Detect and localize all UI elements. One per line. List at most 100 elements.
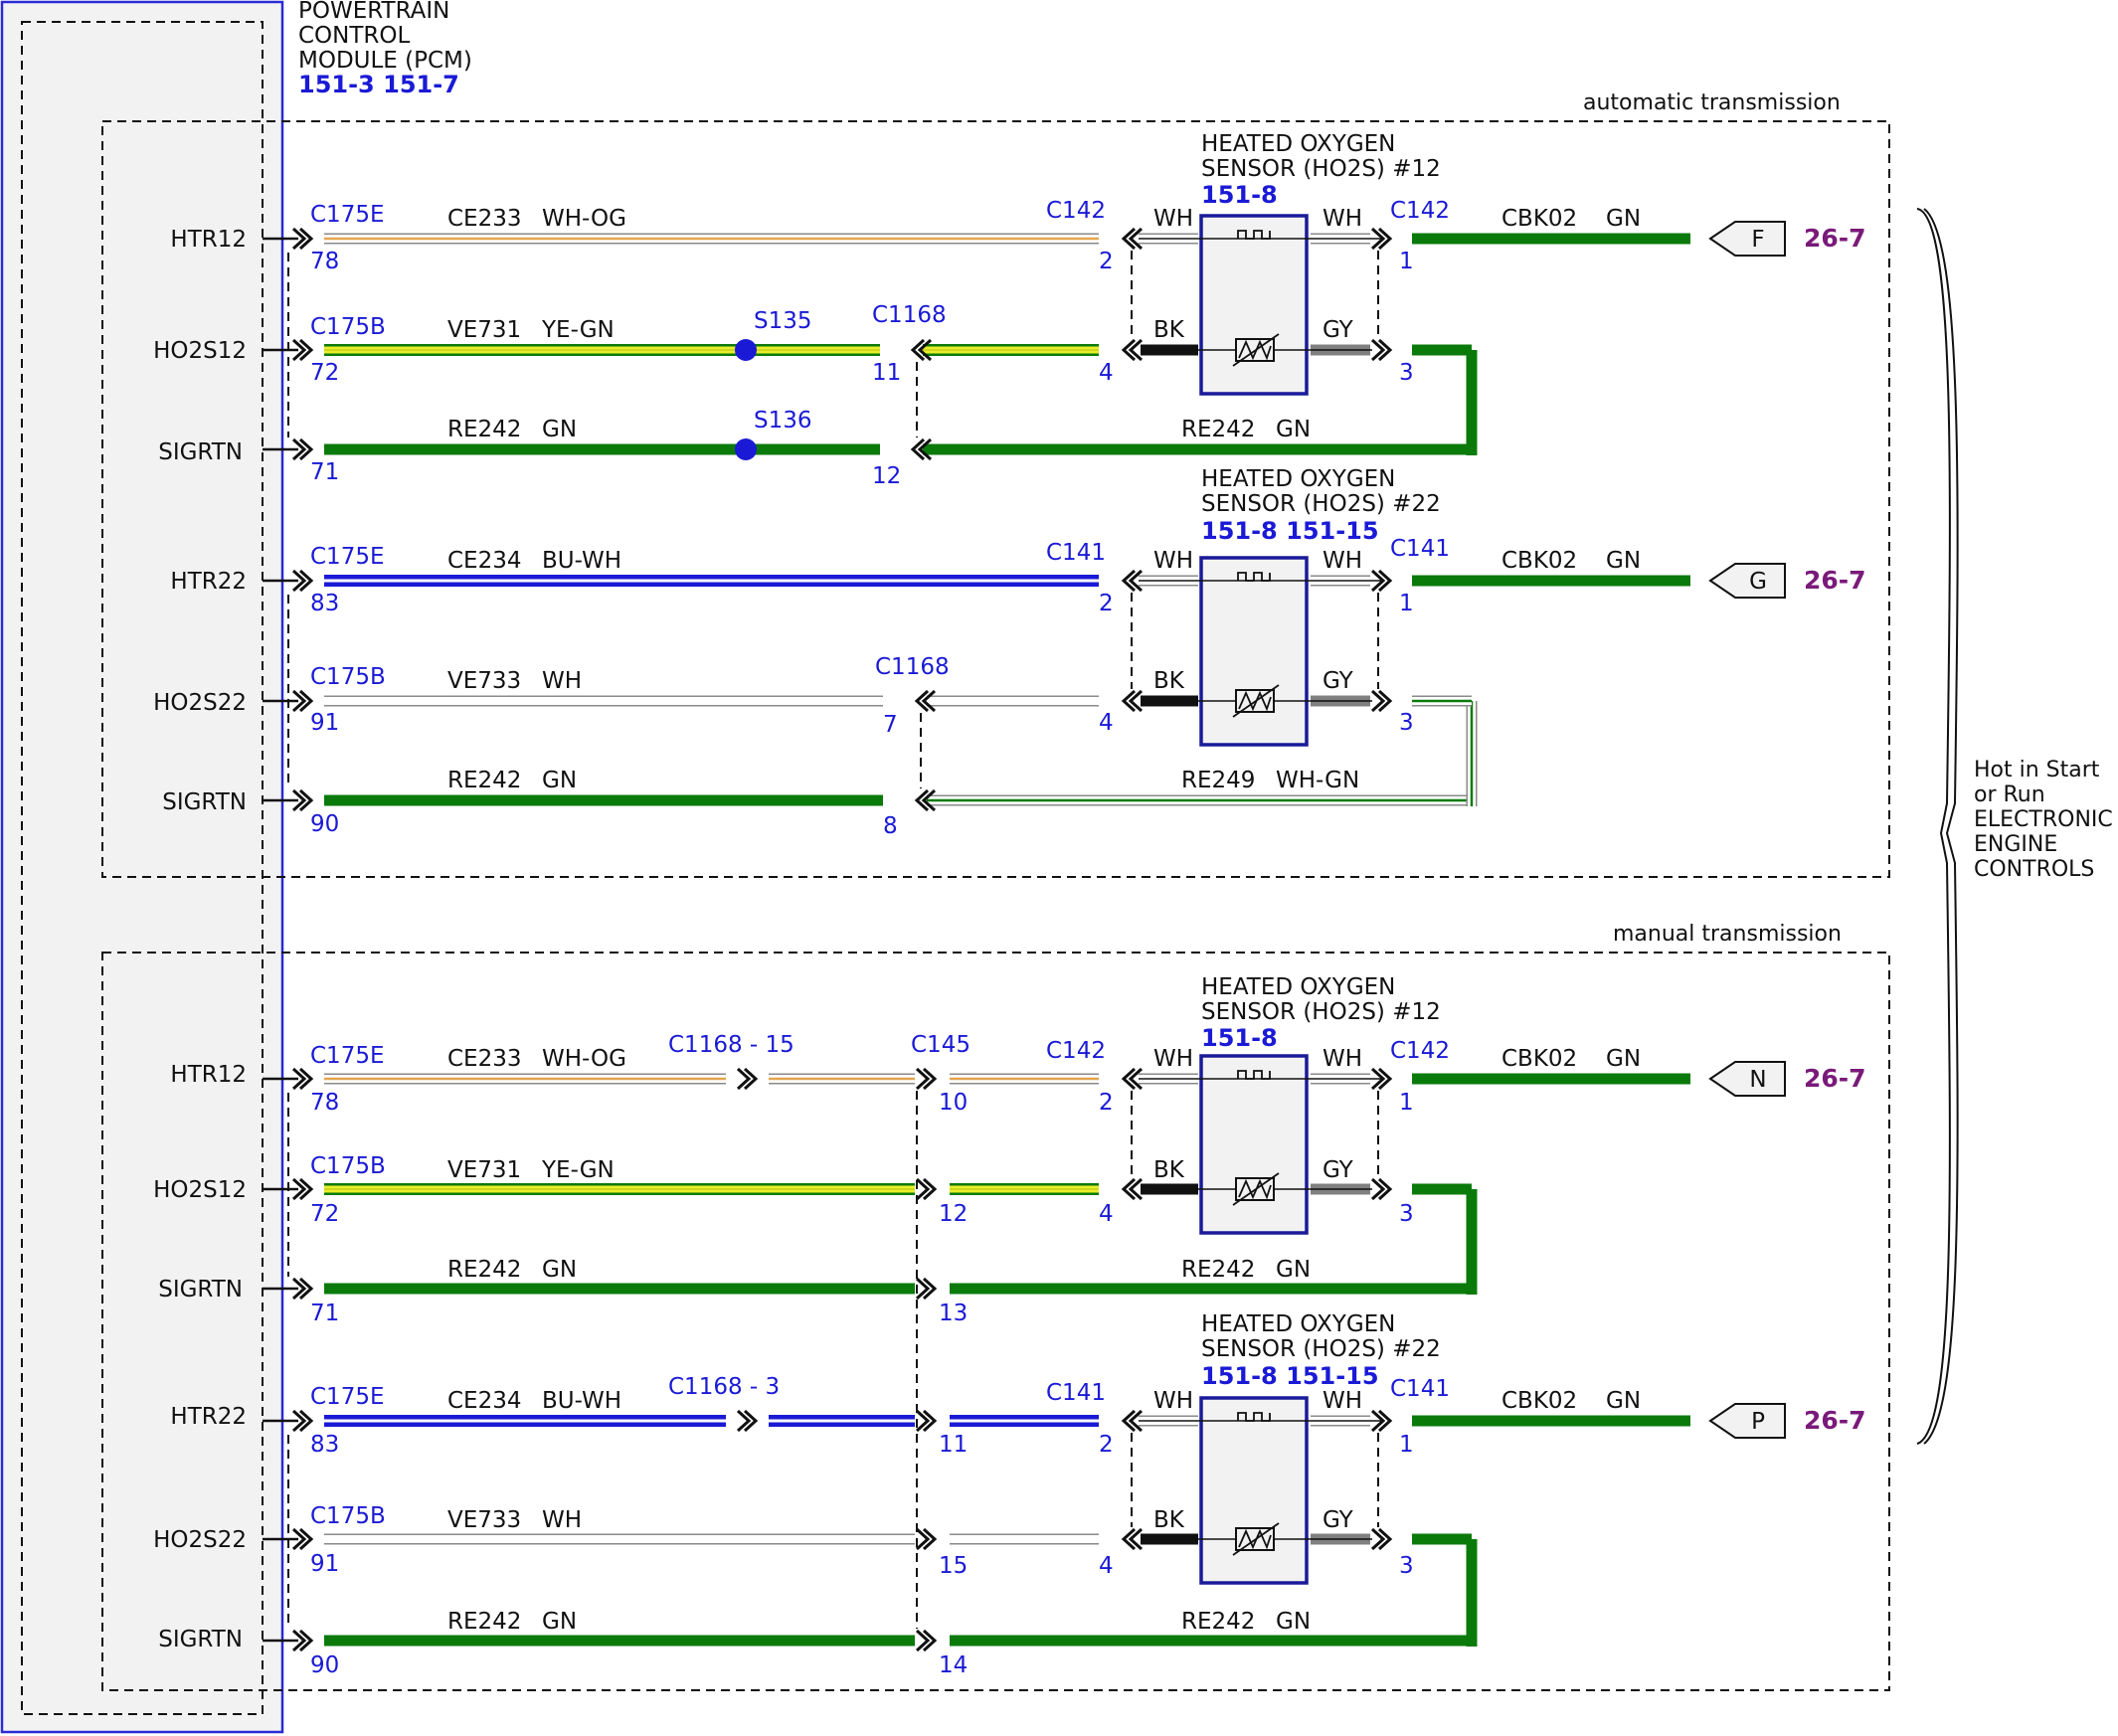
power-tag-f-shape — [1708, 221, 1786, 257]
arrow-head-2 — [291, 1277, 307, 1301]
conn-c141-right-auto: C141 — [1390, 536, 1450, 562]
sensor22-manual-refs[interactable]: 151-8 151-15 — [1201, 1362, 1379, 1390]
color-wh-right-s22-manual: WH — [1323, 1388, 1362, 1414]
pcm-pin-arrow — [291, 1067, 314, 1091]
pin-1-htr12-auto: 1 — [1399, 249, 1414, 274]
sensor22-manual-title-2: SENSOR (HO2S) #22 — [1201, 1336, 1441, 1362]
arrow-head — [298, 689, 314, 713]
pin-label-htr22-manual: HTR22 — [170, 1404, 247, 1430]
sensor-htr-left-arrow — [1121, 1409, 1144, 1433]
power-tag-g-shape — [1708, 563, 1786, 599]
arrow-head — [914, 689, 930, 713]
arrow-head-2 — [921, 788, 937, 812]
c1168-sigrtn-arrow — [910, 437, 933, 461]
arrow-head — [1377, 1177, 1393, 1201]
pin-label-sigrtn-manual-2: SIGRTN — [158, 1627, 243, 1652]
pin-10-htr12-manual: 10 — [939, 1090, 968, 1116]
color-ye-gn-auto: YE-GN — [541, 317, 615, 343]
conn-c141-left-manual: C141 — [1046, 1380, 1106, 1406]
color-wh-og-manual: WH-OG — [542, 1046, 626, 1072]
c1168-sigrtn2-arrow — [914, 788, 937, 812]
sensor12-manual-refs[interactable]: 151-8 — [1201, 1024, 1278, 1052]
power-brace-inner — [1923, 208, 1959, 1445]
sensor-ho2s22-auto — [1139, 556, 1384, 747]
color-bk-s12-auto: BK — [1153, 317, 1185, 343]
conn-c175b-ho2s22-auto: C175B — [310, 664, 386, 690]
conn-c175b-ho2s12-manual: C175B — [310, 1153, 386, 1179]
c1168-ho2s12-arrow — [910, 338, 933, 362]
wires-layer — [324, 233, 1690, 1647]
pin-4-ho2s12-auto: 4 — [1099, 360, 1114, 386]
pin-2-htr22-auto: 2 — [1099, 591, 1114, 616]
conn-c175b-ho2s22-manual: C175B — [310, 1503, 386, 1529]
circuit-ce234-manual: CE234 — [447, 1388, 522, 1414]
pin-13-sigrtn-manual: 13 — [939, 1301, 968, 1326]
arrow-head — [743, 1067, 759, 1091]
arrow-head — [922, 1177, 938, 1201]
color-gy-s22-auto: GY — [1323, 668, 1354, 694]
circuit-re242-manual-1: RE242 — [447, 1257, 521, 1283]
power-tag-p[interactable]: P — [1708, 1403, 1786, 1439]
pin-label-ho2s22-auto: HO2S22 — [153, 690, 247, 716]
sensor-ho2s22-manual — [1139, 1396, 1384, 1585]
color-wh-ve733-auto: WH — [542, 668, 582, 694]
conn-c142-left-auto: C142 — [1046, 198, 1106, 224]
pin-4-ho2s22-auto: 4 — [1099, 710, 1114, 736]
color-gn-re242-manual-right-2: GN — [1276, 1609, 1311, 1635]
power-ref-f-page[interactable]: 26-7 — [1804, 224, 1866, 253]
power-ref-n-page[interactable]: 26-7 — [1804, 1064, 1866, 1093]
power-tag-g[interactable]: G — [1708, 563, 1786, 599]
pin-label-sigrtn-manual-1: SIGRTN — [158, 1277, 243, 1302]
arrow-head — [914, 788, 930, 812]
power-tag-f[interactable]: F — [1708, 221, 1786, 257]
color-gy-s22-manual: GY — [1323, 1507, 1354, 1533]
pin-1-htr22-auto: 1 — [1399, 591, 1414, 616]
arrow-head-2 — [291, 1177, 307, 1201]
pin-90-manual: 90 — [310, 1652, 339, 1678]
conn-c141-left-auto: C141 — [1046, 540, 1106, 566]
pcm-refs[interactable]: 151-3 151-7 — [298, 71, 459, 98]
arrow-head-2 — [915, 1277, 931, 1301]
power-ref-g-page[interactable]: 26-7 — [1804, 566, 1866, 595]
arrow-head — [1121, 227, 1137, 251]
c145-ho2s12-arrow — [915, 1177, 938, 1201]
pin-3-ho2s12-auto: 3 — [1399, 360, 1414, 386]
arrow-head-2 — [917, 437, 933, 461]
c1168-ho2s22-arrow — [914, 689, 937, 713]
arrow-head — [298, 1409, 314, 1433]
arrow-head-2 — [1128, 569, 1144, 593]
pcm-pin-arrow — [291, 569, 314, 593]
sensor-ho2s12-auto — [1139, 214, 1384, 396]
pin-3-ho2s22-auto: 3 — [1399, 710, 1414, 736]
color-wh-ve733-manual: WH — [542, 1507, 582, 1533]
auto-transmission-label: automatic transmission — [1583, 90, 1841, 115]
arrow-head-2 — [291, 227, 307, 251]
arrow-head-2 — [291, 437, 307, 461]
arrow-head-2 — [291, 338, 307, 362]
circuit-cbk02-htr12-auto: CBK02 — [1501, 206, 1577, 232]
arrow-head — [1377, 1409, 1393, 1433]
arrow-head — [1121, 1177, 1137, 1201]
arrow-head — [922, 1527, 938, 1551]
arrow-head — [1377, 1527, 1393, 1551]
arrow-head — [298, 1177, 314, 1201]
pin-label-sigrtn-auto-2: SIGRTN — [162, 789, 247, 815]
arrow-head-2 — [1128, 338, 1144, 362]
sensor12-manual-title-2: SENSOR (HO2S) #12 — [1201, 999, 1441, 1025]
pin-label-ho2s22-manual: HO2S22 — [153, 1527, 247, 1553]
sensor22-auto-refs[interactable]: 151-8 151-15 — [1201, 517, 1379, 545]
arrow-head-2 — [1370, 1527, 1386, 1551]
sensor12-auto-refs[interactable]: 151-8 — [1201, 181, 1278, 209]
sensor-body — [1199, 214, 1309, 396]
pin-71-auto: 71 — [310, 459, 339, 485]
sensor-sig-left-arrow — [1121, 1177, 1144, 1201]
pcm-module-box — [0, 0, 284, 1734]
circuit-cbk02-htr22-auto: CBK02 — [1501, 548, 1577, 574]
circuit-re249: RE249 — [1181, 768, 1255, 793]
power-ref-p-page[interactable]: 26-7 — [1804, 1406, 1866, 1435]
sensor-htr-left-arrow — [1121, 227, 1144, 251]
splice-s135: S135 — [754, 308, 812, 334]
pcm-pin-arrow — [291, 689, 314, 713]
power-tag-n[interactable]: N — [1708, 1061, 1786, 1097]
color-wh-right-s12-manual: WH — [1323, 1046, 1362, 1072]
